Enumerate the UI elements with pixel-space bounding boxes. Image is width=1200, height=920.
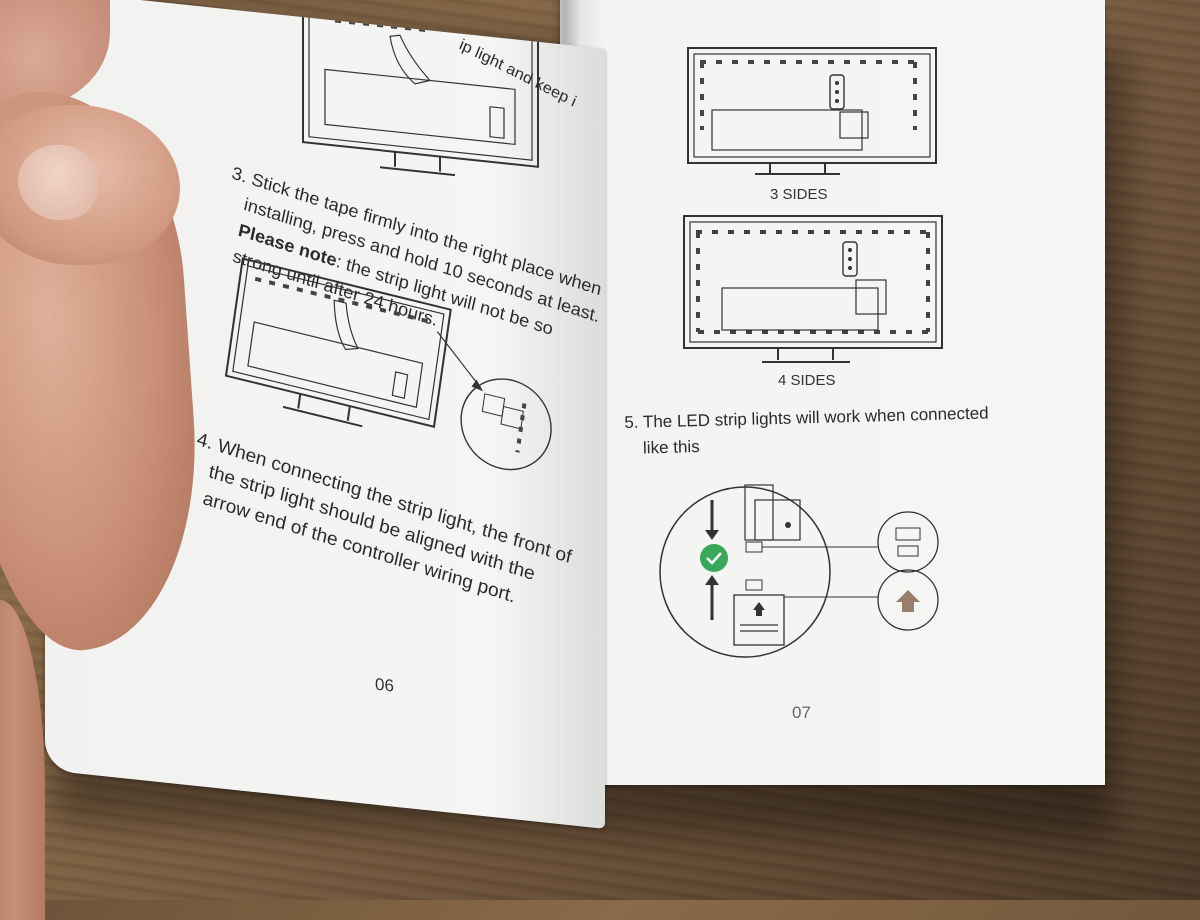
tv-press-illustration [224,257,552,471]
step5-text: 5. The LED strip lights will work when c… [624,400,990,462]
page-number-07: 07 [792,703,811,722]
caption-3-sides: 3 SIDES [770,186,828,203]
right-page: 3 SIDES 4 SIDES 5. The LED strip lights … [560,0,1105,785]
up-arrow-icon [896,590,920,612]
check-icon [700,544,728,572]
left-page: ip light and keep i 3. Stick the tape fi… [45,0,605,829]
tv-top-illustration [302,0,539,177]
page-number-06: 06 [375,674,394,696]
connection-diagram [659,484,939,658]
tv-3-sides-illustration [687,47,937,175]
thumbnail [18,145,98,220]
tv-4-sides-illustration [683,215,943,363]
caption-4-sides: 4 SIDES [778,372,836,389]
